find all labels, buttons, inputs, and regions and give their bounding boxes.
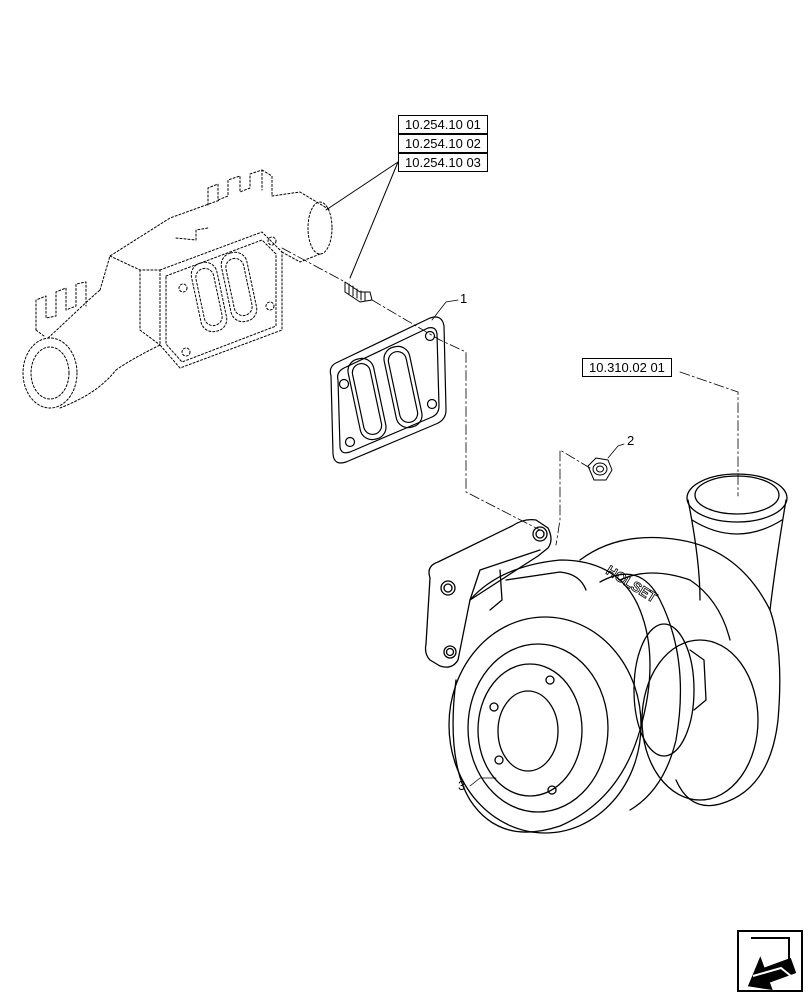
callout-nut: 2 [627,433,635,448]
callout-turbocharger: 3 [458,778,466,793]
brand-label: HOLSET [603,562,660,606]
reference-box-10-254-10-03[interactable]: 10.254.10 03 [398,153,488,172]
return-arrow-icon[interactable] [737,930,803,992]
nut [587,457,613,481]
callout-gasket: 1 [460,291,468,306]
reference-box-10-254-10-01[interactable]: 10.254.10 01 [398,115,488,134]
stud [344,281,373,303]
turbocharger [424,473,788,834]
exhaust-manifold [22,169,333,409]
reference-box-10-310-02-01[interactable]: 10.310.02 01 [582,358,672,377]
gasket [329,316,447,464]
reference-box-10-254-10-02[interactable]: 10.254.10 02 [398,134,488,153]
